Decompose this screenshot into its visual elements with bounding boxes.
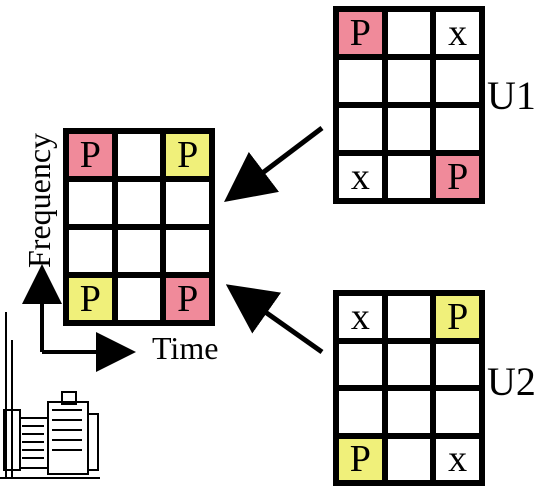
center-tf-grid: P P P P xyxy=(63,128,215,326)
center-grid-cell xyxy=(166,182,209,224)
u1-grid-cell xyxy=(387,108,431,150)
base-station-icon xyxy=(0,312,100,479)
u2-grid-cell: x xyxy=(436,438,479,480)
u2-grid-cell: x xyxy=(339,296,382,338)
center-grid-cell: P xyxy=(69,278,112,320)
center-grid-cell xyxy=(69,182,112,224)
center-grid-cell: P xyxy=(166,278,209,320)
u2-label: U2 xyxy=(487,359,536,404)
u1-grid-cell xyxy=(436,108,479,150)
center-grid-cell xyxy=(69,230,112,272)
u2-grid-cell xyxy=(339,391,382,433)
u1-label: U1 xyxy=(487,73,536,118)
u1-grid-cell xyxy=(387,156,431,198)
center-grid-cell xyxy=(117,182,161,224)
time-axis-label: Time xyxy=(152,330,219,366)
center-grid-cell xyxy=(166,230,209,272)
u1-grid-cell xyxy=(387,12,431,54)
center-grid-cell: P xyxy=(166,134,209,176)
u2-grid-cell xyxy=(387,438,431,480)
u1-grid-cell xyxy=(436,60,479,102)
center-grid-cell: P xyxy=(69,134,112,176)
u2-grid-cell xyxy=(436,391,479,433)
center-grid-cell xyxy=(117,134,161,176)
arrow-u2 xyxy=(225,284,324,355)
u2-grid-cell xyxy=(387,391,431,433)
u2-grid-cell xyxy=(339,343,382,385)
u1-grid-cell: P xyxy=(339,12,382,54)
center-grid-cell xyxy=(117,278,161,320)
frequency-axis-label: Frequency xyxy=(21,132,57,268)
u1-grid-cell xyxy=(339,60,382,102)
u1-grid-cell xyxy=(387,60,431,102)
u2-grid-cell xyxy=(436,343,479,385)
u2-grid-cell xyxy=(387,296,431,338)
u1-grid-cell xyxy=(339,108,382,150)
u2-grid-cell: P xyxy=(436,296,479,338)
u2-grid-cell xyxy=(387,343,431,385)
center-grid-cell xyxy=(117,230,161,272)
u2-grid-cell: P xyxy=(339,438,382,480)
u1-grid-cell: x xyxy=(436,12,479,54)
u1-grid-cell: x xyxy=(339,156,382,198)
arrow-u1 xyxy=(224,126,324,203)
u1-grid-cell: P xyxy=(436,156,479,198)
